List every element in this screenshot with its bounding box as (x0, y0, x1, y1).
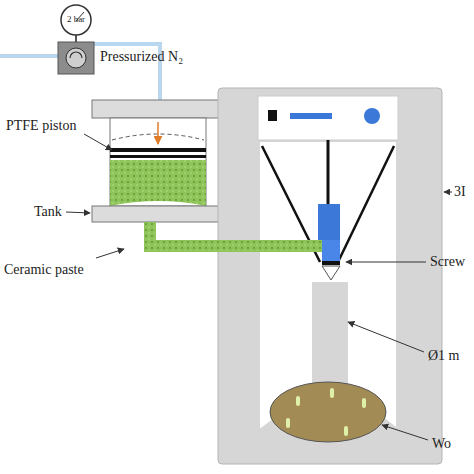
leader-line (382, 425, 428, 440)
ceramic-paste-fill (110, 160, 206, 206)
tank-top-plate (92, 100, 226, 118)
part-label: Ø1 m (428, 348, 460, 363)
pressure-gauge (61, 5, 91, 35)
printer-head-panel (258, 96, 398, 140)
paste-tube (150, 222, 322, 246)
pressure-regulator (58, 42, 94, 74)
leader-line (444, 192, 452, 193)
gas-line (0, 54, 58, 58)
leader-line (346, 262, 426, 263)
printer-frame (218, 88, 442, 464)
leader-line (84, 134, 112, 150)
part-label: Screw (430, 254, 465, 269)
ptfe-piston (110, 148, 206, 152)
gauge-reading: 2 bar (67, 15, 85, 25)
part-label: PTFE piston (6, 118, 76, 133)
work-bed (270, 382, 386, 442)
part-label: 3I (454, 184, 466, 199)
leader-line (66, 212, 90, 213)
part-label: Tank (34, 204, 62, 219)
part-label: Wo (432, 436, 451, 451)
tank-bottom-plate (92, 206, 226, 222)
leader-line (348, 322, 424, 352)
leader-line (96, 249, 124, 258)
part-label: Ceramic paste (4, 262, 84, 277)
screw-extruder (318, 204, 340, 240)
tank-cylinder (110, 118, 206, 206)
part-label: Pressurized N₂ (100, 49, 183, 64)
